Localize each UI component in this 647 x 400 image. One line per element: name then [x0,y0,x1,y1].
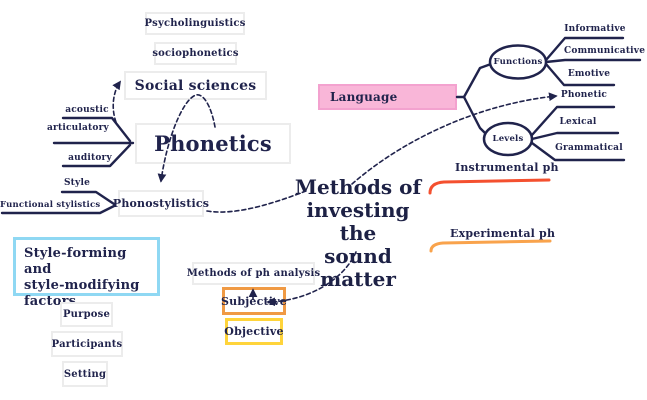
node-functions[interactable]: Functions [493,57,543,67]
node-auditory[interactable]: auditory [68,153,112,163]
node-levels[interactable]: Levels [492,134,524,144]
node-informative[interactable]: Informative [564,24,626,34]
node-functional-stylistics[interactable]: Functional stylistics [0,200,101,210]
node-purpose[interactable]: Purpose [60,302,113,327]
node-phonostylistics[interactable]: Phonostylistics [113,190,209,217]
node-experimental-ph[interactable]: Experimental ph [450,227,556,240]
instrumental-underline-stroke [428,178,551,195]
node-style-forming-factors[interactable]: Style-forming and style-modifying factor… [13,237,160,309]
experimental-underline-stroke [429,239,552,253]
node-sociophonetics[interactable]: sociophonetics [152,42,238,65]
node-language[interactable]: Language [318,84,457,110]
node-social-sciences[interactable]: Social sciences [124,71,267,100]
node-phonetic[interactable]: Phonetic [560,90,608,100]
node-instrumental-ph[interactable]: Instrumental ph [455,161,559,174]
node-acoustic[interactable]: acoustic [65,105,109,115]
node-subjective[interactable]: Subjective [221,287,287,315]
node-emotive[interactable]: Emotive [567,69,611,79]
node-articulatory[interactable]: articulatory [47,123,109,133]
node-psycholinguistics[interactable]: Psycholinguistics [144,12,245,35]
node-lexical[interactable]: Lexical [559,117,597,127]
node-setting[interactable]: Setting [62,361,108,387]
node-style[interactable]: Style [63,178,91,188]
style-factors-text: Style-forming and style-modifying factor… [24,246,140,309]
node-grammatical[interactable]: Grammatical [555,143,623,153]
node-phonetics[interactable]: Phonetics [135,123,291,164]
node-communicative[interactable]: Communicative [564,46,646,56]
node-methods-of-ph-analysis[interactable]: Methods of ph analysis [187,262,320,285]
node-objective[interactable]: Objective [224,318,284,345]
arrow-phonetics-to-social-sciences [112,80,122,123]
node-participants[interactable]: Participants [51,331,123,357]
